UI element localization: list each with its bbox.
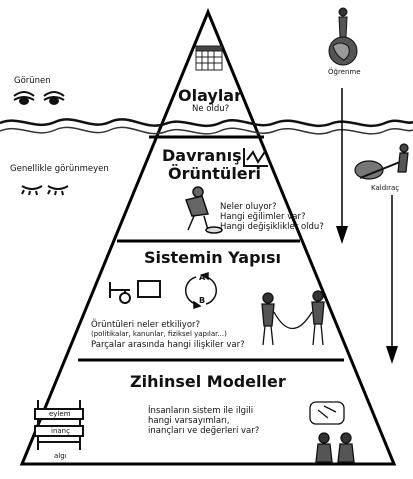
people-thinking-icon: [309, 401, 355, 463]
structure-question-1: Örüntüleri neler etkiliyor?: [91, 320, 201, 330]
patterns-question-2: Hangi eğilimler var?: [220, 212, 306, 222]
structure-title: Sistemin Yapısı: [144, 248, 282, 267]
learning-arrow-head: [336, 226, 348, 244]
calendar-icon: [195, 45, 223, 71]
mental-models-question-2: hangi varsayımları,: [148, 416, 230, 426]
feedback-loop-icon: [184, 271, 218, 310]
mental-models-question-3: inançları ve değerleri var?: [148, 426, 260, 436]
leverage-arrow-head: [386, 346, 398, 364]
waterline-shadow: [0, 126, 413, 135]
loop-a-label: A: [199, 273, 206, 282]
ladder-label-perception: algı: [54, 452, 67, 460]
events-question: Ne oldu?: [192, 104, 230, 114]
globe-person-icon: [328, 7, 358, 66]
ladder-label-action: eylem: [49, 410, 71, 418]
stock-flow-icon: [109, 280, 161, 304]
patterns-title-line1: Davranış: [162, 146, 242, 165]
waterline: [0, 118, 413, 128]
lever-person-icon: [354, 143, 409, 180]
ladder-icon: [34, 400, 84, 450]
patterns-title-line2: Örüntüleri: [168, 164, 262, 183]
person-icon: [185, 186, 223, 234]
patterns-question-1: Neler oluyor?: [220, 202, 277, 212]
trend-chart-icon: [243, 148, 268, 167]
events-title: Olaylar: [178, 86, 242, 105]
mental-models-question-1: İnsanların sistem ile ilgili: [148, 406, 254, 416]
mental-models-title: Zihinsel Modeller: [130, 372, 286, 391]
eye-open-icon: [13, 91, 65, 105]
pyramid-outline: [19, 8, 397, 466]
people-rope-icon: [261, 290, 325, 346]
mostly-invisible-label: Genellikle görünmeyen: [10, 164, 109, 174]
patterns-question-3: Hangi değişiklikler oldu?: [220, 222, 324, 232]
visible-label: Görünen: [14, 76, 51, 86]
eye-closed-icon: [21, 185, 69, 196]
structure-question-2: (politikalar, kanunlar, fiziksel yapılar…: [91, 330, 227, 338]
leverage-label: Kaldıraç: [371, 184, 400, 192]
learning-label: Öğrenme: [328, 68, 361, 76]
ladder-label-belief: inanç: [51, 427, 70, 435]
structure-question-3: Parçalar arasında hangi ilişkiler var?: [91, 340, 245, 350]
loop-b-label: B: [199, 296, 206, 305]
